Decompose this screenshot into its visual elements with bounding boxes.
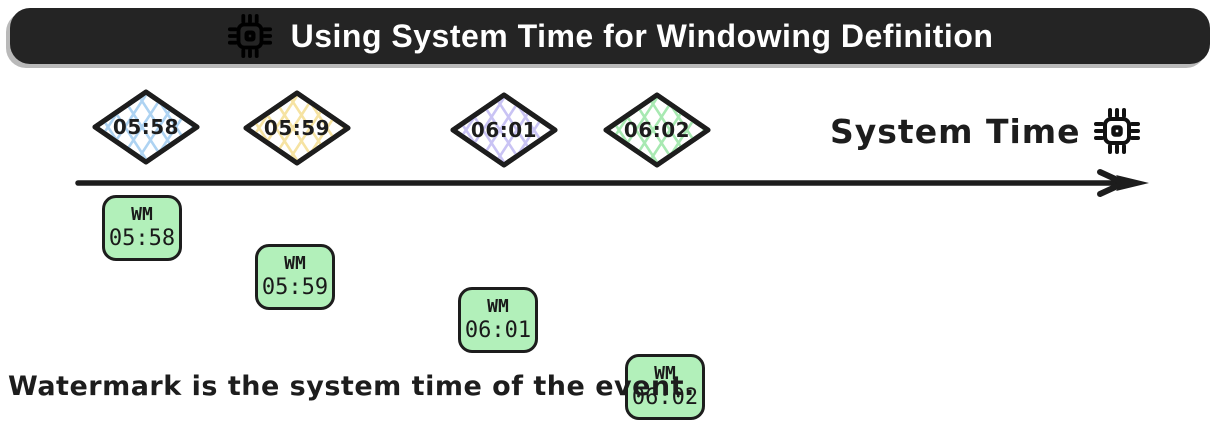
cpu-chip-icon: [1093, 108, 1140, 154]
caption-text: Watermark is the system time of the even…: [8, 371, 695, 402]
cpu-chip-icon: [227, 13, 272, 59]
watermark-box-0559: WM 05:59: [255, 244, 335, 310]
watermark-box-0601: WM 06:01: [458, 287, 538, 353]
event-time-label: 06:02: [623, 118, 691, 142]
diamond-shape: [92, 89, 200, 165]
event-diamond-0559: 05:59: [242, 89, 352, 167]
diamond-shape: [450, 92, 558, 168]
watermark-time: 06:02: [631, 384, 699, 410]
diamond-shape: [243, 90, 351, 166]
event-time-label: 05:59: [263, 116, 331, 140]
watermark-box-0602: WM 06:02: [625, 354, 705, 420]
axis-label-group: System Time: [830, 104, 1141, 158]
watermark-time: 06:01: [464, 317, 532, 343]
timeline-arrow: [75, 169, 1149, 197]
watermark-time: 05:59: [261, 274, 329, 300]
diamond-shape: [603, 92, 711, 168]
event-diamond-0602: 06:02: [602, 91, 712, 169]
watermark-box-0558: WM 05:58: [102, 195, 182, 261]
watermark-label: WM: [487, 296, 509, 317]
watermark-label: WM: [654, 363, 676, 384]
event-time-label: 06:01: [470, 118, 538, 142]
event-diamond-0601: 06:01: [449, 91, 559, 169]
page-title: Using System Time for Windowing Definiti…: [290, 17, 994, 54]
watermark-time: 05:58: [108, 225, 176, 251]
watermark-label: WM: [131, 204, 153, 225]
event-diamond-0558: 05:58: [91, 88, 201, 166]
title-banner: Using System Time for Windowing Definiti…: [10, 8, 1210, 64]
axis-label: System Time: [830, 111, 1081, 151]
event-time-label: 05:58: [112, 115, 180, 139]
watermark-label: WM: [284, 253, 306, 274]
